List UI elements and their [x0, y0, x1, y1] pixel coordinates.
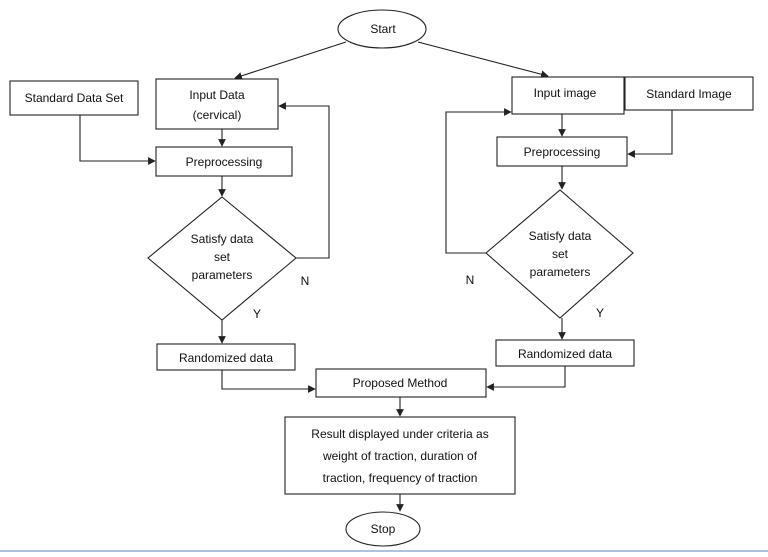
edge-start-to-right-input	[417, 41, 549, 78]
right-input-label: Input image	[534, 86, 597, 100]
right-decision-line3: parameters	[530, 265, 591, 279]
left-no-label: N	[301, 274, 310, 288]
edge-right-no-loop	[445, 108, 512, 254]
left-preprocessing-box	[155, 146, 293, 177]
right-input-box	[511, 76, 625, 115]
left-input-box	[155, 78, 279, 130]
right-standard-box	[624, 76, 754, 111]
edge-left-random-to-proposed	[221, 370, 316, 393]
result-line3: traction, frequency of traction	[323, 471, 478, 485]
start-label: Start	[370, 22, 396, 36]
left-decision-line2: set	[214, 250, 231, 264]
right-yes-label: Y	[596, 306, 604, 320]
left-standard-label: Standard Data Set	[25, 91, 124, 105]
left-randomized-label: Randomized data	[179, 351, 273, 365]
right-decision-diamond	[485, 189, 634, 319]
start-terminal	[337, 9, 427, 49]
left-input-label-line2: (cervical)	[193, 108, 242, 122]
edge-left-standard-to-pre	[79, 115, 156, 165]
right-preprocessing-label: Preprocessing	[524, 145, 601, 159]
proposed-method-box	[315, 368, 487, 398]
right-randomized-label: Randomized data	[518, 347, 612, 361]
result-box	[284, 416, 516, 495]
right-decision-line1: Satisfy data	[529, 229, 592, 243]
edge-left-no-loop	[278, 102, 330, 259]
edge-right-standard-to-pre	[627, 110, 673, 158]
edge-right-random-to-proposed	[486, 366, 566, 391]
proposed-method-label: Proposed Method	[353, 376, 448, 390]
result-line1: Result displayed under criteria as	[311, 427, 488, 441]
right-standard-label: Standard Image	[646, 87, 732, 101]
right-decision-line2: set	[552, 247, 569, 261]
left-yes-label: Y	[253, 307, 261, 321]
left-decision-line1: Satisfy data	[191, 232, 254, 246]
edge-start-to-left-input	[234, 41, 347, 80]
left-decision-line3: parameters	[192, 268, 253, 282]
result-line2: weight of traction, duration of	[322, 449, 478, 463]
stop-label: Stop	[371, 522, 396, 536]
left-preprocessing-label: Preprocessing	[186, 155, 263, 169]
right-preprocessing-box	[496, 136, 628, 167]
right-no-label: N	[466, 273, 475, 287]
left-input-label-line1: Input Data	[189, 88, 245, 102]
right-randomized-box	[495, 339, 635, 367]
stop-terminal	[345, 511, 421, 547]
left-randomized-box	[156, 343, 296, 371]
left-standard-box	[9, 80, 139, 116]
